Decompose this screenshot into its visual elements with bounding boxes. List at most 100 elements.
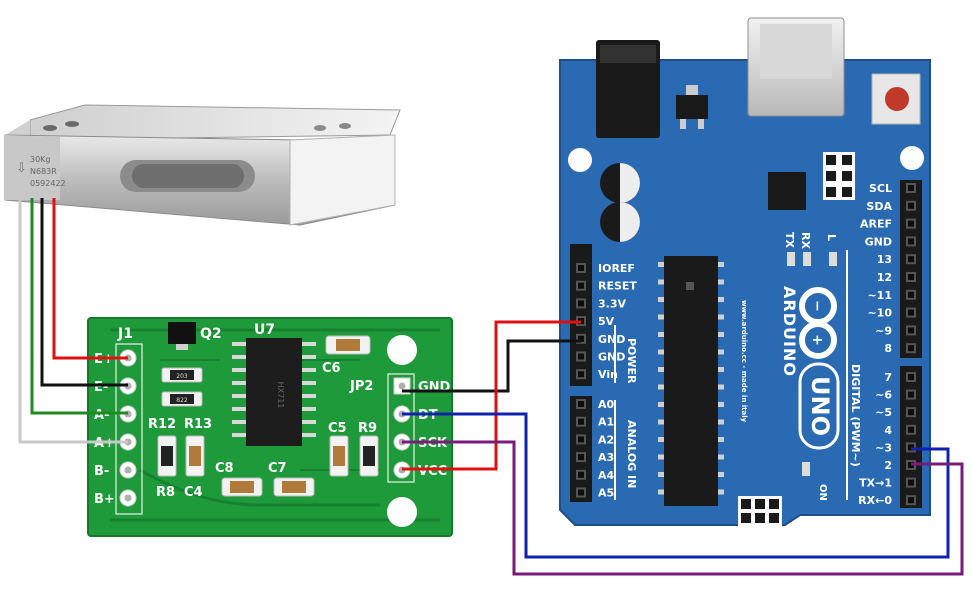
header-pin-label: AREF bbox=[860, 218, 892, 231]
dip-pin bbox=[718, 262, 724, 267]
header-socket-hole bbox=[908, 256, 914, 263]
header-socket-hole bbox=[578, 471, 584, 478]
icsp-pin bbox=[826, 171, 836, 181]
header-socket-hole bbox=[908, 291, 914, 298]
header-pin-label: A0 bbox=[598, 398, 615, 411]
icsp-pin bbox=[769, 513, 779, 523]
header-socket-hole bbox=[578, 265, 584, 271]
label-j1: J1 bbox=[117, 326, 133, 342]
dip-pin bbox=[658, 297, 664, 302]
arduino-logo: − + ARDUINO bbox=[780, 286, 837, 377]
header-pin-label: 3.3V bbox=[598, 297, 626, 310]
header-pin-label: ~3 bbox=[875, 441, 892, 454]
icsp-pin bbox=[769, 499, 779, 509]
hx711-chip: HX711 bbox=[246, 338, 302, 446]
label-r8: R8 bbox=[156, 485, 175, 500]
hx711-board: HX711 203 822 J1 bbox=[87, 317, 453, 537]
header-socket-hole bbox=[578, 353, 584, 360]
header-pin-label: RX←0 bbox=[858, 494, 892, 507]
dip-pin bbox=[658, 437, 664, 442]
header-socket-hole bbox=[578, 489, 584, 496]
hx711-out-pin-label: GND bbox=[418, 380, 451, 395]
label-r13: R13 bbox=[184, 417, 212, 432]
icsp-pin bbox=[842, 155, 852, 165]
svg-text:822: 822 bbox=[176, 397, 188, 404]
header-pin-label: RESET bbox=[598, 280, 637, 293]
header-socket-hole bbox=[578, 418, 584, 425]
dip-pin bbox=[718, 489, 724, 495]
label-c8: C8 bbox=[215, 461, 234, 476]
header-socket-hole bbox=[908, 220, 914, 227]
dip-pin bbox=[718, 279, 724, 285]
icsp-header-bottom bbox=[738, 496, 782, 526]
dip-pin bbox=[718, 349, 724, 355]
icsp-pin bbox=[741, 499, 751, 509]
icsp-pin bbox=[826, 155, 836, 165]
load-cell-model: N683R bbox=[30, 167, 57, 176]
header-socket-hole bbox=[908, 497, 914, 504]
dip-pin bbox=[718, 402, 724, 407]
header-socket-hole bbox=[578, 436, 584, 443]
label-c7: C7 bbox=[268, 461, 287, 476]
icsp-pin bbox=[826, 187, 836, 197]
header-pin-label: ~9 bbox=[875, 324, 892, 337]
dip-pin bbox=[718, 384, 724, 390]
dip-pin bbox=[658, 472, 664, 477]
header-socket-hole bbox=[908, 391, 914, 398]
header-socket-hole bbox=[908, 426, 914, 433]
label-jp2: JP2 bbox=[349, 379, 373, 394]
power-label: POWER bbox=[625, 338, 638, 384]
header-pin-label: 2 bbox=[884, 459, 892, 472]
svg-text:UNO: UNO bbox=[806, 376, 834, 436]
header-pin-label: ~10 bbox=[867, 307, 892, 320]
header-pin-label: GND bbox=[865, 235, 892, 248]
icsp-pin bbox=[755, 499, 765, 509]
hx711-pin-label: B- bbox=[94, 464, 109, 479]
dip-pin bbox=[718, 314, 724, 320]
header-pin-label: 7 bbox=[884, 371, 892, 384]
hx711-pin-hole bbox=[124, 494, 132, 502]
header-pin-label: 4 bbox=[884, 424, 892, 437]
tx-label: TX bbox=[783, 232, 796, 249]
dip-pin bbox=[658, 402, 664, 407]
dip-pin bbox=[658, 332, 664, 337]
label-c6: C6 bbox=[322, 361, 341, 376]
header-socket-hole bbox=[578, 401, 584, 407]
header-socket-hole bbox=[578, 335, 584, 342]
svg-text:203: 203 bbox=[176, 373, 188, 380]
header-pin-label: GND bbox=[598, 333, 625, 346]
header-socket-hole bbox=[908, 238, 914, 245]
dip-pin bbox=[718, 297, 724, 302]
uno-badge: UNO bbox=[798, 362, 840, 450]
dip-pin bbox=[658, 489, 664, 495]
wire-green-load-cell-a-minus bbox=[30, 198, 128, 415]
hx711-pin-label: E- bbox=[94, 380, 108, 395]
icsp-pin bbox=[842, 171, 852, 181]
svg-text:+: + bbox=[809, 334, 825, 346]
label-q2: Q2 bbox=[200, 326, 222, 342]
analog-label: ANALOG IN bbox=[625, 420, 638, 488]
icsp-pin bbox=[741, 513, 751, 523]
dip-pin bbox=[718, 419, 724, 425]
header-pin-label: ~5 bbox=[875, 406, 892, 419]
hx711-out-pin-hole bbox=[398, 382, 406, 390]
header-pin-label: IOREF bbox=[598, 262, 635, 275]
rx-label: RX bbox=[799, 232, 812, 249]
header-socket-hole bbox=[908, 479, 914, 486]
header-socket-hole bbox=[578, 300, 584, 307]
header-socket-hole bbox=[578, 371, 584, 378]
icsp-pin bbox=[842, 187, 852, 197]
label-r12: R12 bbox=[148, 417, 176, 432]
header-pin-label: A4 bbox=[598, 469, 615, 482]
header-socket-hole bbox=[908, 374, 914, 380]
load-cell-serial: 0592422 bbox=[30, 179, 66, 188]
dip-pin bbox=[718, 437, 724, 442]
hx711-out-pin-label: VCC bbox=[418, 464, 447, 479]
dip-pin bbox=[658, 262, 664, 267]
svg-text:−: − bbox=[809, 300, 825, 312]
